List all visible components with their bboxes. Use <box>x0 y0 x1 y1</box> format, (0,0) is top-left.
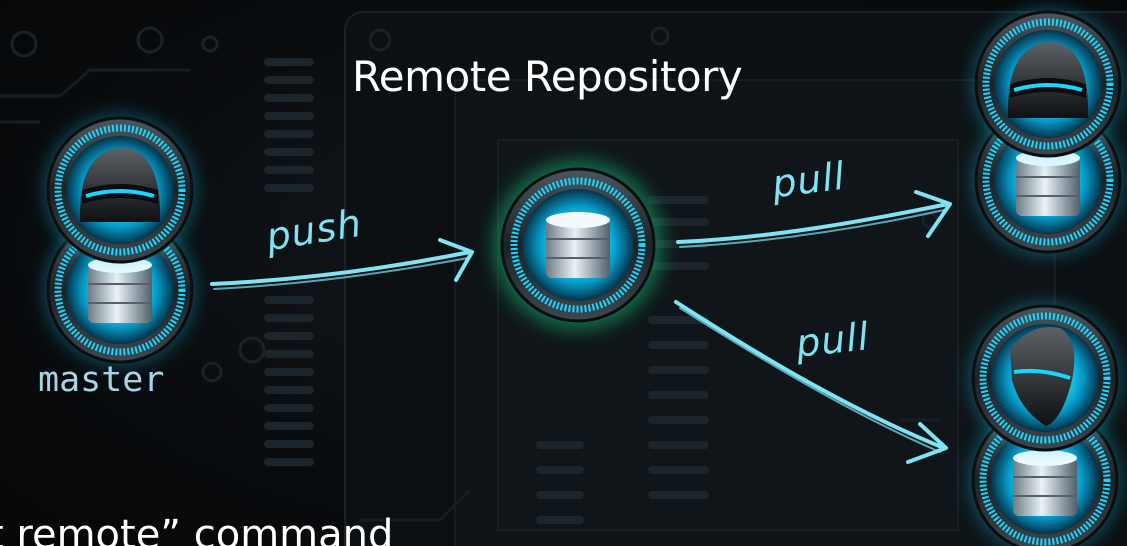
remote-repository <box>493 160 663 330</box>
clone-repository-top <box>973 9 1123 255</box>
database-icon <box>1016 150 1080 216</box>
database-icon <box>88 257 152 323</box>
local-repository <box>45 115 195 365</box>
pull-label-bottom: pull <box>793 314 872 366</box>
helmet-icon <box>1010 326 1075 426</box>
caption-text: t remote” command <box>0 512 394 546</box>
database-icon <box>546 212 610 278</box>
database-icon <box>1013 450 1077 516</box>
pull-arrow-bottom <box>674 300 948 464</box>
clone-repository-bottom <box>970 303 1120 546</box>
push-arrow <box>210 238 474 290</box>
pull-label-top: pull <box>769 153 848 207</box>
branch-label: master <box>38 360 165 400</box>
pull-arrow-top <box>676 190 952 248</box>
slide-title: Remote Repository <box>352 52 743 101</box>
helmet-icon <box>1007 42 1089 118</box>
helmet-icon <box>79 148 161 222</box>
